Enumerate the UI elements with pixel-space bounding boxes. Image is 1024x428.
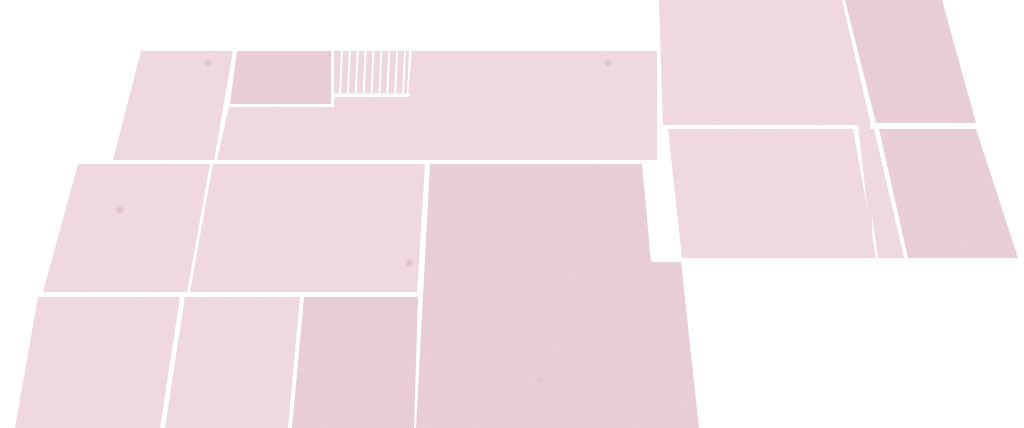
tile-top-left-grain — [113, 51, 233, 160]
tile-right-strip-grain — [860, 129, 904, 258]
tile-left-middle-grain — [43, 164, 210, 292]
tile-right-lower-grain — [879, 129, 1018, 258]
grain-layer — [15, 0, 1018, 428]
stair-strip — [338, 50, 343, 95]
stair-strip — [346, 50, 351, 95]
tile-bottom-second-grain — [165, 297, 300, 428]
stair-strip — [394, 50, 399, 95]
tile-top-wide-grain — [217, 51, 657, 160]
tile-right-upper-large-grain — [659, 0, 873, 260]
tile-center-large-grain — [416, 164, 699, 428]
tile-right-middle-grain — [668, 129, 876, 258]
stair-strip — [386, 50, 391, 95]
stair-strip — [402, 50, 407, 95]
tile-top-small-grain — [230, 51, 331, 104]
tile-right-upper-narrow-grain — [845, 0, 976, 123]
stair-strips — [333, 50, 410, 97]
tile-center-middle-grain — [190, 164, 425, 292]
tile-bottom-third-grain — [292, 297, 418, 428]
stair-strip — [354, 50, 359, 95]
tile-bottom-left-grain — [15, 297, 180, 428]
stair-strip — [378, 50, 383, 95]
stair-strip — [370, 50, 375, 95]
stair-strip — [362, 50, 367, 95]
